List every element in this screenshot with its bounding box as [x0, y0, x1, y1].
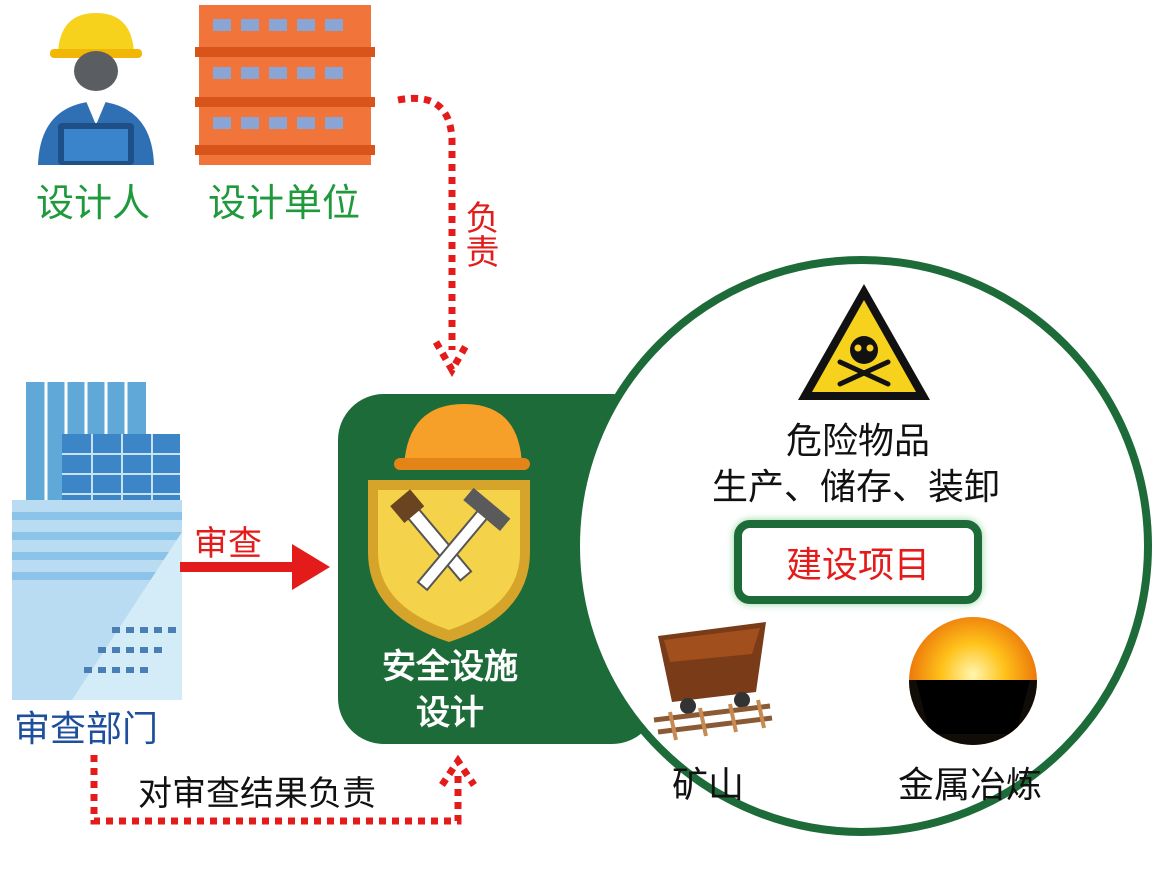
project-box: [734, 520, 982, 604]
safety-badge-icon: [360, 396, 540, 646]
review-result-arrow: [90, 755, 477, 825]
mine-label: 矿山: [672, 765, 745, 806]
review-dept-icon: [12, 382, 182, 700]
hazard-icon: [794, 280, 934, 404]
design-unit-label: 设计单位: [208, 181, 361, 225]
designer-icon: [28, 5, 158, 165]
safety-design-title: 安全设施 设计: [350, 644, 550, 736]
design-unit-icon: [195, 5, 375, 165]
project-label: 建设项目: [785, 545, 930, 586]
hazard-line2: 生产、储存、装卸: [712, 467, 1001, 508]
review-dept-label: 审查部门: [14, 709, 159, 750]
responsible-arrow: [397, 94, 472, 378]
review-arrow: [180, 544, 330, 590]
hazard-line1: 危险物品: [786, 421, 931, 462]
mine-cart-icon: [650, 614, 774, 744]
designer-label: 设计人: [36, 181, 151, 225]
safety-design-line1: 安全设施: [382, 647, 518, 687]
review-result-label: 对审查结果负责: [138, 774, 376, 814]
responsible-label: 负责: [459, 200, 499, 268]
metallurgy-icon: [906, 614, 1040, 748]
metallurgy-label: 金属冶炼: [898, 765, 1043, 806]
safety-design-line2: 设计: [416, 693, 484, 733]
review-arrow-label: 审查: [194, 524, 262, 564]
